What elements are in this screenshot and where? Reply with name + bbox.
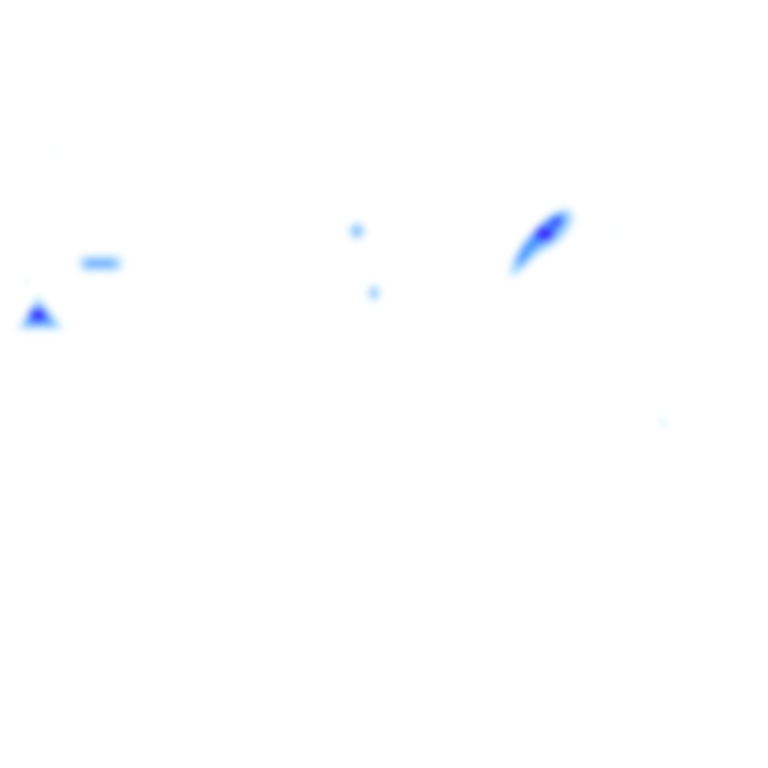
hotspot-center-point-b	[368, 285, 380, 301]
hotspot-west-band	[79, 256, 123, 271]
hotspot-west-triangle	[18, 296, 63, 329]
hotspot-far-west-faint	[24, 148, 55, 285]
hotspot-northeast-cluster	[510, 209, 573, 276]
hotspot-center-point-a	[349, 223, 365, 239]
hotspot-east-faint	[614, 229, 668, 427]
